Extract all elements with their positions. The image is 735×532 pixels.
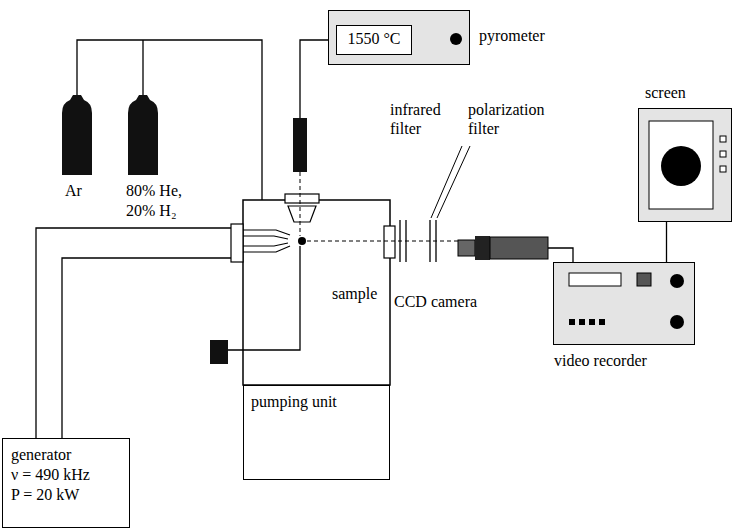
- screen-button: [720, 151, 726, 157]
- node-label: screen: [645, 83, 686, 103]
- bottle-body: [128, 95, 158, 175]
- infrared-filter-plate: [399, 220, 400, 262]
- bottle-body: [62, 95, 92, 175]
- polarization-filter-plate: [429, 220, 430, 262]
- ccd-camera: CCD camera: [458, 236, 548, 260]
- pyrometer-display: 1550 °C: [336, 25, 412, 55]
- node-label: pyrometer: [479, 26, 545, 46]
- infrared-filter-plate: [405, 220, 406, 262]
- video-recorder-shape: [554, 263, 696, 346]
- part-label: sample: [332, 284, 377, 303]
- camera-body: [490, 237, 548, 259]
- video-recorder: video recorder: [553, 262, 695, 345]
- monitor-screen-shape: [639, 109, 733, 223]
- recorder-knob: [670, 315, 684, 329]
- induction-coil: [243, 246, 290, 252]
- recorder-key: [579, 319, 585, 325]
- gas-line: [77, 40, 262, 200]
- node-detail: ν = 490 kHz: [11, 465, 121, 485]
- ccd-camera-shape: [458, 236, 548, 260]
- gas-bottle-shape: [62, 95, 92, 175]
- pyrometer-box: pyrometer1550 °C: [328, 10, 470, 65]
- node-label: video recorder: [554, 351, 647, 371]
- node-label: 1550 °C: [337, 26, 411, 52]
- camera-lens: [458, 240, 475, 256]
- holder-cable: [228, 246, 300, 350]
- node-detail: P = 20 kW: [11, 485, 121, 505]
- camera-ring: [475, 236, 490, 260]
- monitor-screen: screen: [638, 108, 732, 222]
- cable: [666, 222, 667, 262]
- coil-flange: [231, 224, 243, 262]
- node-label: pumping unit: [251, 392, 382, 412]
- recorder-knob: [670, 274, 684, 288]
- vacuum-chamber: [243, 200, 390, 385]
- window-flange: [384, 226, 395, 258]
- polarization-filter-plate: [435, 220, 436, 262]
- leader-line: [431, 146, 462, 218]
- recorder-key: [589, 319, 595, 325]
- part-label: infrared filter: [390, 100, 462, 138]
- pumping-unit: pumping unit: [243, 385, 390, 480]
- node-label: CCD camera: [394, 292, 477, 312]
- generator-wire: [62, 258, 231, 438]
- generator-box: generatorν = 490 kHzP = 20 kW: [2, 438, 130, 528]
- recorder-key: [599, 319, 605, 325]
- tape-slot: [569, 273, 621, 286]
- view-port: [285, 194, 319, 203]
- pyrometer-head: [293, 118, 307, 172]
- recorder-button: [637, 273, 651, 286]
- induction-coil: [243, 243, 288, 246]
- holder-sensor: [210, 340, 228, 364]
- induction-coil: [243, 230, 290, 235]
- node-label: generator: [11, 445, 121, 465]
- cable: [548, 248, 573, 262]
- gas-bottle-shape: [128, 95, 158, 175]
- indicator-dot: [450, 33, 462, 45]
- induction-coil: [243, 236, 288, 239]
- view-funnel: [288, 206, 316, 222]
- leader-line: [437, 146, 470, 218]
- node-label: Ar: [65, 181, 82, 201]
- pyrometer-beam: [300, 172, 301, 236]
- gas-line: [142, 40, 143, 95]
- part-label: polarization filter: [468, 100, 560, 138]
- screen-face: [649, 121, 713, 209]
- pyrometer-cable: [300, 40, 328, 118]
- generator-wire: [36, 228, 231, 438]
- gas-bottle: Ar: [62, 95, 92, 175]
- node-label: 80% He, 20% H₂: [126, 181, 192, 221]
- sample-drop: [298, 237, 306, 245]
- screen-button: [720, 166, 726, 172]
- screen-button: [720, 136, 726, 142]
- gas-bottle: 80% He, 20% H₂: [128, 95, 158, 175]
- drop-image: [661, 146, 701, 186]
- recorder-key: [569, 319, 575, 325]
